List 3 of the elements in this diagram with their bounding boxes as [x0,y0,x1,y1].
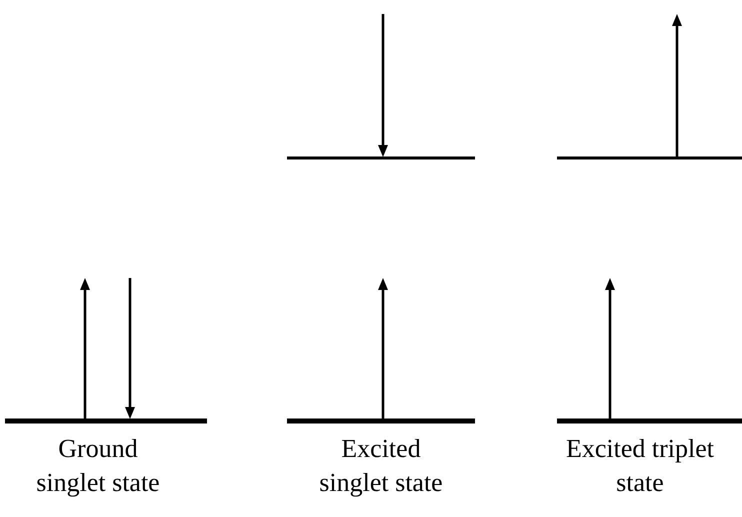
state-label: Ground singlet state [35,433,161,499]
state-label: Excited singlet state [318,433,444,499]
state-label: Excited triplet state [566,433,714,499]
